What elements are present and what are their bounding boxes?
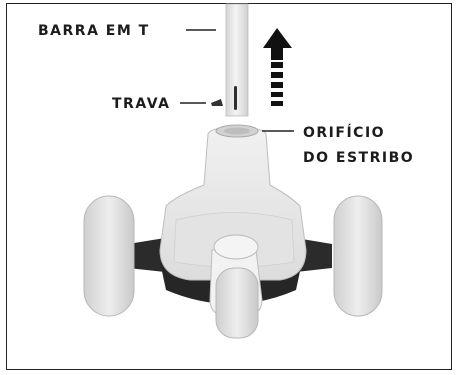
lock-pin xyxy=(211,99,223,106)
lock-slot xyxy=(234,86,237,110)
right-wheel xyxy=(333,195,383,317)
label-t-bar: BARRA EM T xyxy=(38,23,150,39)
diagram-frame xyxy=(6,3,452,370)
label-step-hole-line1: ORIFÍCIO xyxy=(303,124,385,141)
front-wheel xyxy=(209,234,263,339)
up-arrow-icon xyxy=(263,28,292,106)
left-wheel xyxy=(83,195,135,317)
label-step-hole-line2: DO ESTRIBO xyxy=(303,150,414,166)
label-lock: TRAVA xyxy=(112,96,170,112)
scooter-body xyxy=(159,124,307,281)
t-bar-pole xyxy=(225,3,249,117)
